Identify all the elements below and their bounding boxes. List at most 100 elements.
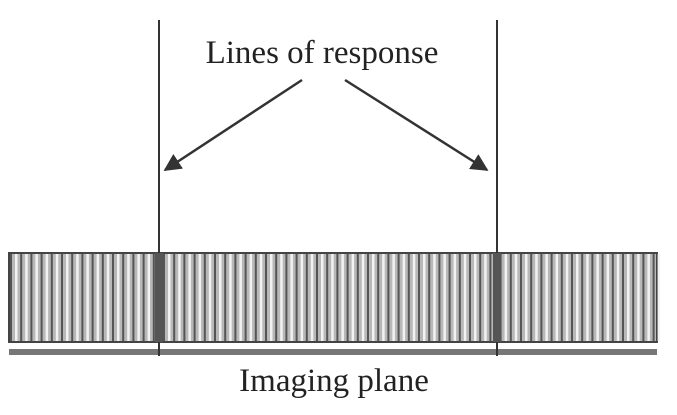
detector-element-divider xyxy=(591,254,594,341)
detector-element-highlight xyxy=(188,254,191,341)
detector-element-divider xyxy=(448,254,451,341)
detector-element-highlight xyxy=(402,254,406,341)
detector-element-highlight xyxy=(55,254,59,341)
detector-element-divider xyxy=(560,254,563,341)
detector-element-highlight xyxy=(555,254,559,341)
detector-element-highlight xyxy=(423,254,426,341)
detector-element-highlight xyxy=(147,254,151,341)
detector-element-highlight xyxy=(117,254,120,341)
detector-element-highlight xyxy=(219,254,222,341)
detector-element-highlight xyxy=(76,254,79,341)
detector-element-highlight xyxy=(331,254,334,341)
detector-element-highlight xyxy=(433,254,436,341)
detector-element-divider xyxy=(326,254,329,341)
detector-element-divider xyxy=(367,254,369,341)
detector-element-highlight xyxy=(178,254,181,341)
detector-element-divider xyxy=(346,254,349,341)
detector-element-highlight xyxy=(280,254,283,341)
detector-element-highlight xyxy=(392,254,395,341)
detector-element-divider xyxy=(224,254,227,341)
detector-element-divider xyxy=(142,254,145,341)
detector-element-highlight xyxy=(504,254,508,341)
detector-element-divider xyxy=(316,254,318,341)
detector-element-divider xyxy=(438,254,441,341)
detector-element-divider xyxy=(152,254,155,341)
detector-element-divider xyxy=(356,254,359,341)
detector-element-divider xyxy=(581,254,584,341)
detector-element-divider xyxy=(642,254,645,341)
detector-element-highlight xyxy=(627,254,630,341)
detector-element-divider xyxy=(214,254,216,341)
imaging-plane-line xyxy=(9,349,657,355)
detector-element-divider xyxy=(550,254,553,341)
detector-element-highlight xyxy=(229,254,232,341)
detector-element-highlight xyxy=(443,254,446,341)
detector-element-divider xyxy=(112,254,114,341)
detector-element-highlight xyxy=(412,254,416,341)
detector-element-divider xyxy=(652,254,655,341)
detector-element-highlight xyxy=(361,254,365,341)
detector-element-divider xyxy=(540,254,543,341)
detector-element-highlight xyxy=(535,254,538,341)
active-element-right xyxy=(493,253,501,342)
detector-element-highlight xyxy=(25,254,28,341)
detector-element-highlight xyxy=(372,254,375,341)
detector-element-divider xyxy=(469,254,471,341)
detector-element-divider xyxy=(305,254,308,341)
detector-element-divider xyxy=(428,254,431,341)
detector-element-highlight xyxy=(484,254,487,341)
detector-element-highlight xyxy=(290,254,293,341)
detector-element-highlight xyxy=(208,254,212,341)
detector-element-highlight xyxy=(647,254,650,341)
detector-element-highlight xyxy=(198,254,202,341)
detector-element-divider xyxy=(91,254,94,341)
detector-array xyxy=(8,252,661,343)
detector-element-highlight xyxy=(259,254,263,341)
detector-element-divider xyxy=(622,254,624,341)
arrow-left xyxy=(163,78,303,172)
detector-element-divider xyxy=(20,254,23,341)
detector-element-highlight xyxy=(137,254,140,341)
detector-element-highlight xyxy=(15,254,18,341)
detector-element-highlight xyxy=(463,254,467,341)
detector-element-divider xyxy=(265,254,267,341)
detector-element-highlight xyxy=(96,254,100,341)
detector-element-divider xyxy=(234,254,237,341)
detector-element-highlight xyxy=(45,254,49,341)
detector-element-highlight xyxy=(453,254,457,341)
detector-element-divider xyxy=(122,254,125,341)
detector-element-divider xyxy=(254,254,257,341)
detector-element-highlight xyxy=(545,254,548,341)
active-element-left xyxy=(155,253,163,342)
detector-element-highlight xyxy=(586,254,589,341)
detector-element-highlight xyxy=(637,254,640,341)
detector-element-divider xyxy=(193,254,196,341)
detector-element-divider xyxy=(479,254,482,341)
detector-element-highlight xyxy=(382,254,385,341)
detector-element-divider xyxy=(163,254,165,341)
detector-element-divider xyxy=(601,254,604,341)
detector-element-highlight xyxy=(606,254,610,341)
detector-element-divider xyxy=(203,254,206,341)
detector-element-highlight xyxy=(239,254,242,341)
detector-element-divider xyxy=(285,254,288,341)
detector-element-highlight xyxy=(565,254,569,341)
detector-element-divider xyxy=(183,254,186,341)
detector-element-highlight xyxy=(616,254,620,341)
detector-element-highlight xyxy=(514,254,518,341)
detector-element-highlight xyxy=(35,254,38,341)
detector-element-divider xyxy=(509,254,512,341)
detector-element-highlight xyxy=(300,254,304,341)
detector-element-divider xyxy=(407,254,410,341)
detector-element-divider xyxy=(571,254,573,341)
detector-element-highlight xyxy=(341,254,344,341)
detector-element-highlight xyxy=(525,254,528,341)
detector-element-divider xyxy=(295,254,298,341)
detector-element-highlight xyxy=(576,254,579,341)
detector-element-highlight xyxy=(249,254,253,341)
detector-element-highlight xyxy=(596,254,599,341)
detector-element-highlight xyxy=(86,254,89,341)
lines-of-response-label: Lines of response xyxy=(206,35,439,71)
detector-element-highlight xyxy=(168,254,171,341)
detector-element-divider xyxy=(611,254,614,341)
